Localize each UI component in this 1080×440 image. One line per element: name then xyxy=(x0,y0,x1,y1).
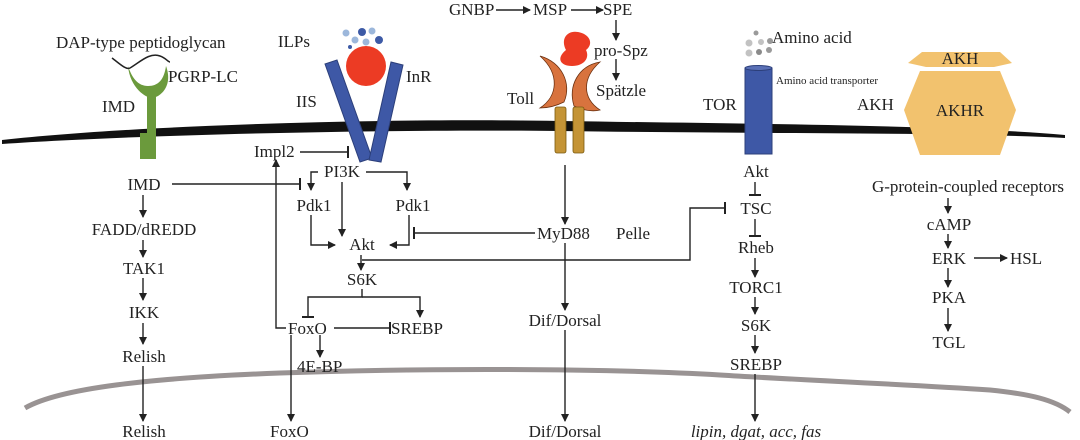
tor-srebp-node: SREBP xyxy=(730,355,782,374)
pgrp-label: PGRP-LC xyxy=(168,67,238,86)
spe-label: SPE xyxy=(603,0,632,19)
ilp-ligand xyxy=(346,46,386,86)
spz-ligand xyxy=(560,31,591,67)
srebp-node: SREBP xyxy=(391,319,443,338)
tor-s6k-node: S6K xyxy=(741,316,772,335)
akh-ligand-label: AKH xyxy=(942,49,979,68)
tsc-node: TSC xyxy=(740,199,771,218)
pka-node: PKA xyxy=(932,288,967,307)
rheb-node: Rheb xyxy=(738,238,774,257)
amino-acid-label: Amino acid xyxy=(772,28,852,47)
ilps-label: ILPs xyxy=(278,32,310,51)
iis-label: IIS xyxy=(296,92,317,111)
dif-dorsal-nuclear-node: Dif/Dorsal xyxy=(529,422,602,440)
foxo-nuclear-node: FoxO xyxy=(270,422,309,440)
pro-spz-label: pro-Spz xyxy=(594,41,648,60)
relish-nuclear-node: Relish xyxy=(122,422,166,440)
hsl-node: HSL xyxy=(1010,249,1042,268)
tor-label: TOR xyxy=(703,95,737,114)
dap-label: DAP-type peptidoglycan xyxy=(56,33,226,52)
dif-dorsal-node: Dif/Dorsal xyxy=(529,311,602,330)
relish-node: Relish xyxy=(122,347,166,366)
torc1-node: TORC1 xyxy=(729,278,783,297)
cell-membrane xyxy=(2,120,1065,144)
fadd-dredd-node: FADD/dREDD xyxy=(92,220,197,239)
tak1-node: TAK1 xyxy=(123,259,165,278)
camp-node: cAMP xyxy=(927,215,971,234)
pi3k-node: PI3K xyxy=(324,162,361,181)
erk-node: ERK xyxy=(932,249,967,268)
insulin-receptor xyxy=(324,27,404,163)
myd88-node: MyD88 xyxy=(537,224,590,243)
tgl-node: TGL xyxy=(932,333,965,352)
spatzle-label: Spätzle xyxy=(596,81,646,100)
ikk-node: IKK xyxy=(129,303,160,322)
pdk1-right-node: Pdk1 xyxy=(396,196,431,215)
lipogenic-genes: lipin, dgat, acc, fas xyxy=(691,422,822,440)
akhr-label: AKHR xyxy=(936,101,985,120)
akt-node: Akt xyxy=(349,235,375,254)
s6k-node: S6K xyxy=(347,270,378,289)
4e-bp-node: 4E-BP xyxy=(297,357,342,376)
foxo-node: FoxO xyxy=(288,319,327,338)
msp-label: MSP xyxy=(533,0,567,19)
pdk1-left-node: Pdk1 xyxy=(297,196,332,215)
inr-label: InR xyxy=(406,67,432,86)
peptidoglycan-strand xyxy=(111,54,171,70)
gnbp-label: GNBP xyxy=(449,0,494,19)
nuclear-membrane xyxy=(23,366,1072,415)
amino-acid-transporter xyxy=(744,30,773,155)
akh-label: AKH xyxy=(857,95,894,114)
pelle-node: Pelle xyxy=(616,224,650,243)
tor-akt-node: Akt xyxy=(743,162,769,181)
toll-receptor xyxy=(538,31,602,154)
gpcr-node: G-protein-coupled receptors xyxy=(872,177,1064,196)
aa-transporter-label: Amino acid transporter xyxy=(776,75,878,87)
pgrp-lc-receptor xyxy=(111,54,171,159)
imd-node: IMD xyxy=(127,175,160,194)
toll-label: Toll xyxy=(507,89,534,108)
impl2-node: Impl2 xyxy=(254,142,295,161)
akh-receptor xyxy=(904,52,1016,155)
imd-receptor-label: IMD xyxy=(102,97,135,116)
